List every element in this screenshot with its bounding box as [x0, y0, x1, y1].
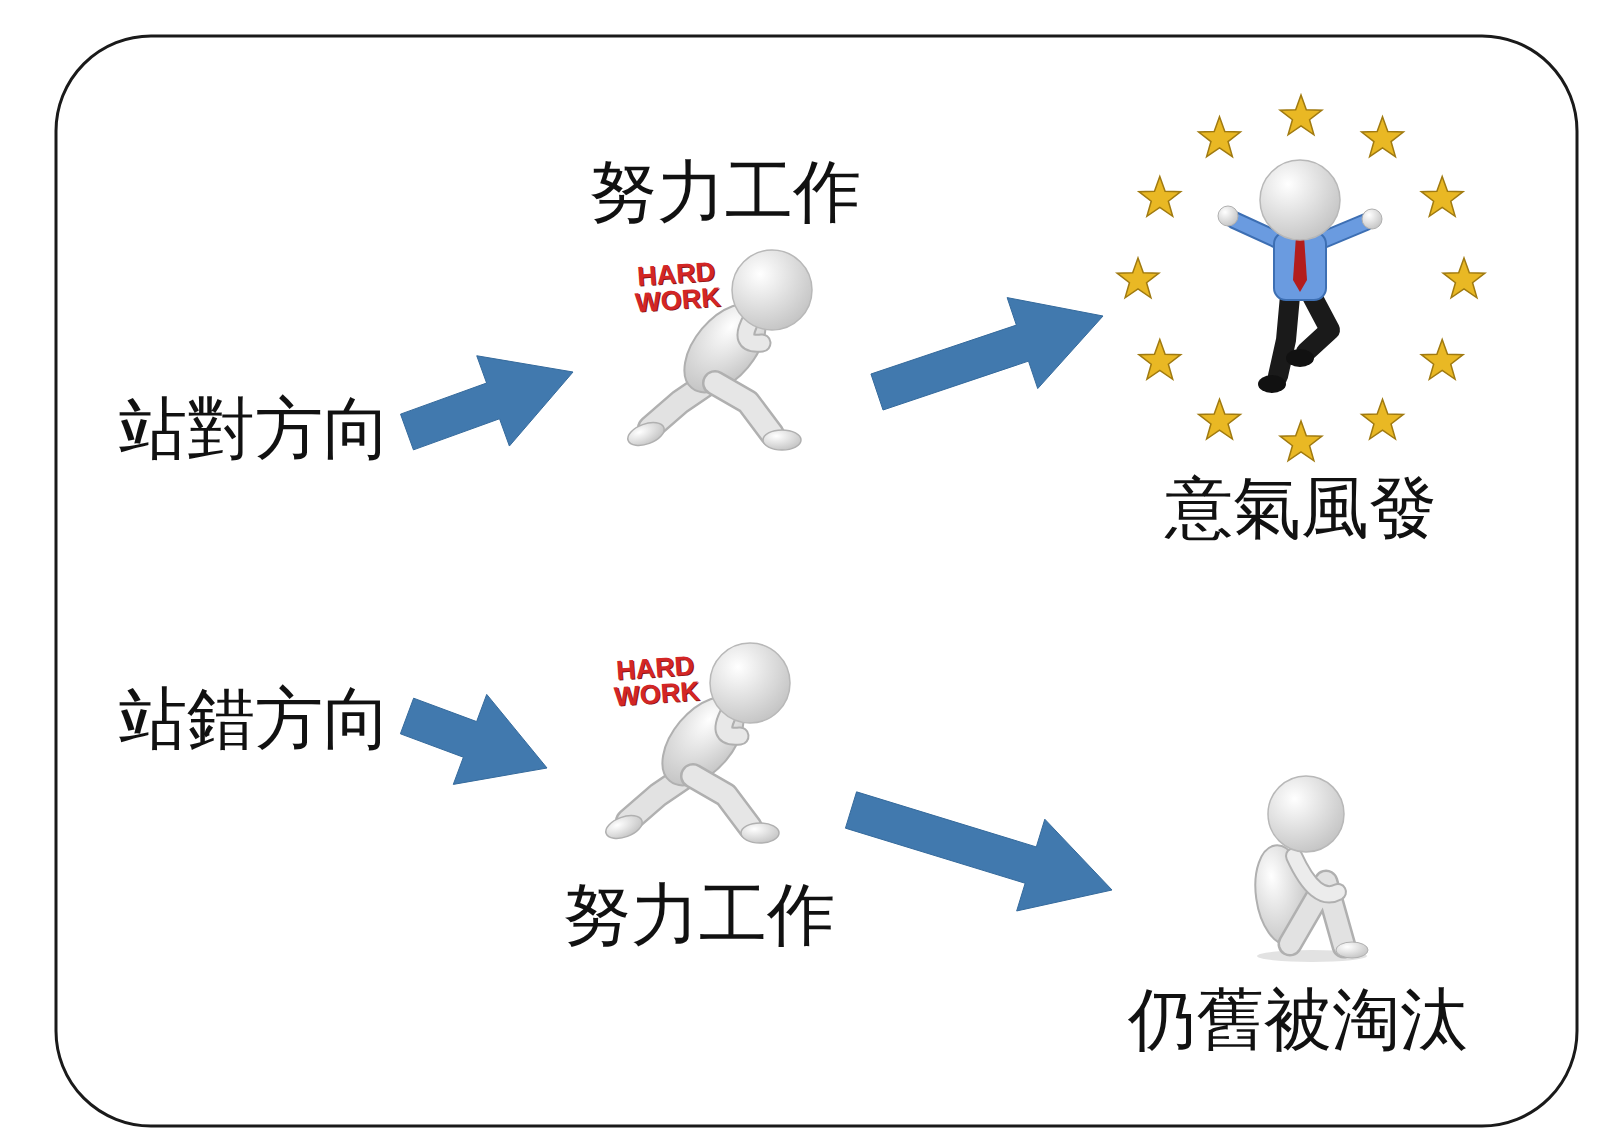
sign-text: HARD WORK	[609, 653, 702, 710]
node-text: 站對方向	[119, 395, 391, 463]
gold-star	[1362, 117, 1404, 157]
node-text: 努力工作	[589, 158, 861, 226]
worker-figure-top	[625, 250, 812, 450]
figure-node: 努力工作	[581, 152, 869, 460]
gold-star	[1421, 177, 1463, 217]
node-text: 努力工作	[563, 881, 835, 949]
arm	[1294, 856, 1338, 894]
head	[1268, 776, 1344, 852]
node-text: 站錯方向	[119, 685, 391, 753]
node-text: 意氣風發	[1165, 474, 1437, 542]
worker-figure-bottom	[603, 643, 790, 843]
gold-star	[1443, 258, 1485, 298]
gold-star	[1199, 399, 1241, 439]
gold-star	[1421, 340, 1463, 380]
hand	[1362, 209, 1382, 229]
tie	[1293, 236, 1307, 292]
trouser-leg	[1278, 296, 1290, 376]
head	[1260, 160, 1340, 240]
figure-node: 意氣風發	[1111, 93, 1491, 548]
sad-figure	[1249, 776, 1368, 962]
shoe	[1286, 349, 1314, 367]
block-arrow	[400, 694, 547, 784]
figure-node: 站錯方向	[111, 679, 399, 759]
block-arrow	[401, 356, 573, 450]
shirt	[1274, 232, 1326, 300]
gold-star	[1139, 177, 1181, 217]
block-arrow	[871, 298, 1103, 410]
gold-star	[1117, 258, 1159, 298]
block-arrow	[845, 792, 1112, 911]
gold-star	[1280, 95, 1322, 135]
gold-star	[1280, 421, 1322, 461]
gold-star	[1139, 340, 1181, 380]
node-text: 仍舊被淘汰	[1128, 986, 1468, 1054]
gold-star	[1362, 399, 1404, 439]
hand	[1218, 206, 1238, 226]
arm-outline	[1294, 856, 1338, 894]
jumping-figure	[1218, 160, 1382, 393]
star-ring	[1117, 95, 1485, 461]
figure-node: 仍舊被淘汰	[1120, 760, 1476, 1060]
foot	[1336, 942, 1368, 958]
sign-text: HARD WORK	[630, 259, 723, 316]
shoe	[1258, 375, 1286, 393]
trouser-leg	[1306, 296, 1330, 352]
gold-star	[1199, 117, 1241, 157]
figure-node: 站對方向	[111, 389, 399, 469]
frame-border	[56, 36, 1577, 1126]
